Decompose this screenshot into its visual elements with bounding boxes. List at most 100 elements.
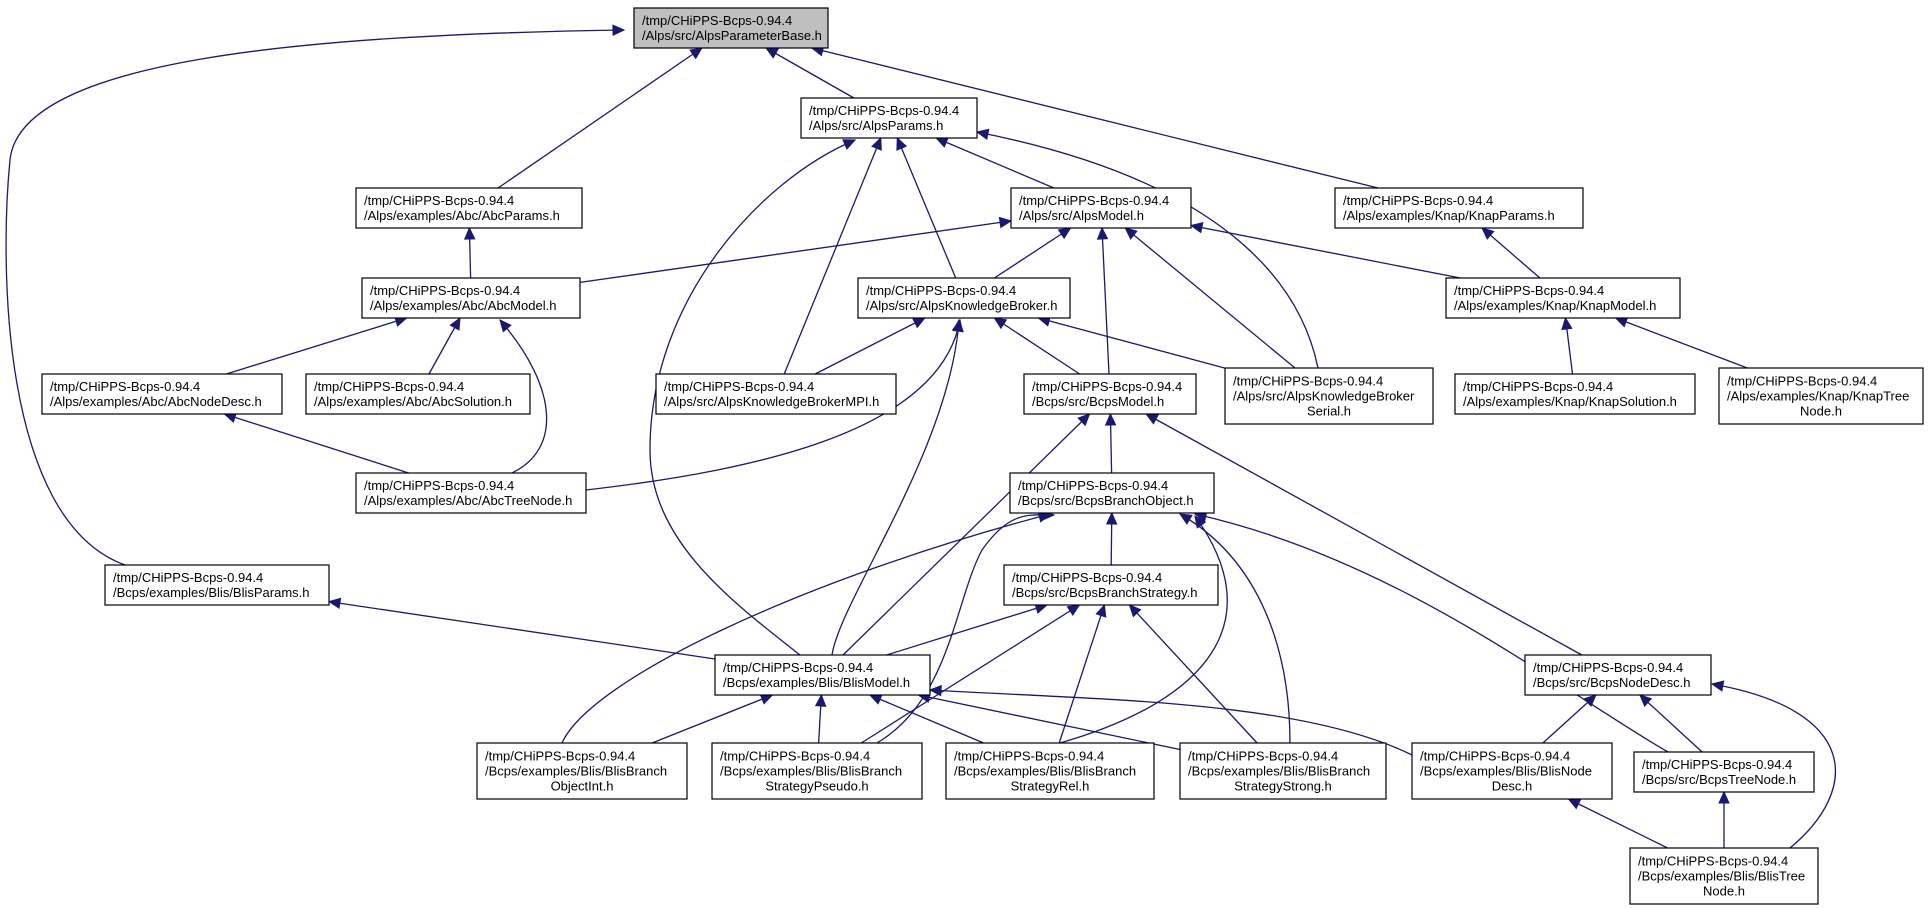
arrowhead-AbcModel bbox=[499, 319, 512, 333]
node-label-line: /tmp/CHiPPS-Bcps-0.94.4 bbox=[723, 660, 873, 675]
node-BlisModel[interactable]: /tmp/CHiPPS-Bcps-0.94.4/Bcps/examples/Bl… bbox=[714, 654, 931, 696]
node-AbcModel[interactable]: /tmp/CHiPPS-Bcps-0.94.4/Alps/examples/Ab… bbox=[361, 277, 581, 319]
node-box bbox=[1629, 847, 1819, 905]
node-label-line: /Bcps/examples/Blis/BlisNode bbox=[1420, 764, 1592, 779]
node-label-line: /Bcps/src/BcpsNodeDesc.h bbox=[1533, 675, 1691, 690]
node-label-line: /Alps/src/AlpsModel.h bbox=[1019, 208, 1144, 223]
node-KnapParams[interactable]: /tmp/CHiPPS-Bcps-0.94.4/Alps/examples/Kn… bbox=[1334, 187, 1584, 229]
edge-KnapTreeNode-to-KnapModel bbox=[1615, 317, 1748, 369]
node-label-line: /tmp/CHiPPS-Bcps-0.94.4 bbox=[866, 283, 1016, 298]
node-BlisBranchStrategyPseudo[interactable]: /tmp/CHiPPS-Bcps-0.94.4/Bcps/examples/Bl… bbox=[711, 742, 923, 800]
node-box bbox=[355, 187, 583, 229]
node-box bbox=[945, 742, 1155, 800]
node-AbcNodeDesc[interactable]: /tmp/CHiPPS-Bcps-0.94.4/Alps/examples/Ab… bbox=[41, 373, 283, 415]
node-BcpsNodeDesc[interactable]: /tmp/CHiPPS-Bcps-0.94.4/Bcps/src/BcpsNod… bbox=[1524, 654, 1712, 696]
node-label-line: /Alps/src/AlpsKnowledgeBroker.h bbox=[866, 298, 1057, 313]
node-box bbox=[1010, 187, 1192, 229]
node-box bbox=[857, 277, 1071, 319]
arrowhead-KnapParams bbox=[1481, 227, 1495, 240]
node-label-line: /Alps/src/AlpsParams.h bbox=[809, 118, 943, 133]
node-AbcParams[interactable]: /tmp/CHiPPS-Bcps-0.94.4/Alps/examples/Ab… bbox=[355, 187, 583, 229]
edge-BlisBranchStrategyStrong-to-BlisModel bbox=[918, 694, 1181, 751]
node-label-line: ObjectInt.h bbox=[551, 779, 614, 794]
arrowhead-AlpsParams bbox=[975, 128, 990, 140]
node-KnapModel[interactable]: /tmp/CHiPPS-Bcps-0.94.4/Alps/examples/Kn… bbox=[1445, 277, 1681, 319]
node-label-line: /Alps/examples/Knap/KnapSolution.h bbox=[1463, 394, 1677, 409]
arrowhead-BcpsBranchObject bbox=[1105, 511, 1118, 525]
node-BcpsBranchObject[interactable]: /tmp/CHiPPS-Bcps-0.94.4/Bcps/src/BcpsBra… bbox=[1009, 472, 1215, 514]
node-BcpsBranchStrategy[interactable]: /tmp/CHiPPS-Bcps-0.94.4/Bcps/src/BcpsBra… bbox=[1003, 564, 1219, 606]
node-label-line: /Alps/src/AlpsParameterBase.h bbox=[642, 28, 822, 43]
node-KnapTreeNode[interactable]: /tmp/CHiPPS-Bcps-0.94.4/Alps/examples/Kn… bbox=[1718, 367, 1924, 425]
node-AlpsKnowledgeBrokerMPI[interactable]: /tmp/CHiPPS-Bcps-0.94.4/Alps/src/AlpsKno… bbox=[655, 373, 897, 415]
edge-BcpsModel-to-AlpsKnowledgeBroker bbox=[994, 317, 1080, 375]
edge-BlisBranchObjectInt-to-BlisModel bbox=[651, 694, 773, 744]
arrowhead-AlpsParameterBase bbox=[612, 24, 626, 36]
node-AbcTreeNode[interactable]: /tmp/CHiPPS-Bcps-0.94.4/Alps/examples/Ab… bbox=[355, 472, 587, 514]
edge-AbcNodeDesc-to-AbcModel bbox=[226, 317, 407, 375]
node-AlpsKnowledgeBroker[interactable]: /tmp/CHiPPS-Bcps-0.94.4/Alps/src/AlpsKno… bbox=[857, 277, 1071, 319]
edge-BlisModel-to-BlisParams bbox=[328, 600, 716, 660]
node-label-line: /tmp/CHiPPS-Bcps-0.94.4 bbox=[1343, 193, 1493, 208]
arrowhead-BlisModel bbox=[928, 684, 942, 697]
edge-AbcTreeNode-to-AbcNodeDesc bbox=[224, 413, 409, 474]
edge-BlisBranchStrategyRel-to-BcpsBranchStrategy bbox=[1058, 604, 1106, 744]
node-box bbox=[711, 742, 923, 800]
edge-BlisModel-to-AlpsKnowledgeBroker bbox=[831, 319, 960, 656]
node-AlpsParameterBase[interactable]: /tmp/CHiPPS-Bcps-0.94.4/Alps/src/AlpsPar… bbox=[633, 7, 829, 49]
arrowhead-AlpsModel bbox=[1057, 227, 1072, 240]
edge-BlisBranchObjectInt-to-BcpsBranchObject bbox=[561, 513, 1051, 744]
node-label-line: /tmp/CHiPPS-Bcps-0.94.4 bbox=[1019, 193, 1169, 208]
arrowhead-BlisModel bbox=[759, 693, 774, 705]
node-label-line: /Alps/examples/Abc/AbcModel.h bbox=[370, 298, 556, 313]
node-label-line: /Bcps/examples/Blis/BlisBranch bbox=[1188, 764, 1370, 779]
arrowhead-AlpsParams bbox=[896, 136, 908, 151]
node-label-line: Node.h bbox=[1800, 404, 1842, 419]
edge-AlpsKnowledgeBrokerMPI-to-AlpsKnowledgeBroker bbox=[814, 317, 926, 375]
edge-BlisModel-to-BcpsModel bbox=[842, 413, 1090, 656]
node-BlisTreeNode[interactable]: /tmp/CHiPPS-Bcps-0.94.4/Bcps/examples/Bl… bbox=[1629, 847, 1819, 905]
node-label-line: /Bcps/src/BcpsBranchStrategy.h bbox=[1012, 585, 1197, 600]
node-label-line: /Alps/examples/Abc/AbcParams.h bbox=[364, 208, 560, 223]
node-label-line: /tmp/CHiPPS-Bcps-0.94.4 bbox=[1642, 757, 1792, 772]
node-BlisBranchStrategyRel[interactable]: /tmp/CHiPPS-Bcps-0.94.4/Bcps/examples/Bl… bbox=[945, 742, 1155, 800]
node-label-line: /Alps/src/AlpsKnowledgeBroker bbox=[1233, 389, 1415, 404]
arrowhead-BcpsBranchObject bbox=[1178, 513, 1193, 525]
arrowhead-BcpsNodeDesc bbox=[1710, 680, 1725, 692]
edge-KnapModel-to-AlpsModel bbox=[1190, 224, 1461, 279]
node-BlisBranchObjectInt[interactable]: /tmp/CHiPPS-Bcps-0.94.4/Bcps/examples/Bl… bbox=[476, 742, 688, 800]
node-label-line: /Bcps/examples/Blis/BlisParams.h bbox=[113, 585, 310, 600]
edge-BcpsModel-to-AlpsModel bbox=[1101, 227, 1110, 375]
arrowhead-AlpsModel bbox=[1189, 222, 1204, 234]
arrowhead-AlpsKnowledgeBroker bbox=[993, 317, 1008, 330]
node-AlpsKnowledgeBrokerSerial[interactable]: /tmp/CHiPPS-Bcps-0.94.4/Alps/src/AlpsKno… bbox=[1224, 367, 1434, 425]
arrowhead-AlpsModel bbox=[998, 216, 1013, 229]
node-label-line: /Alps/examples/Abc/AbcTreeNode.h bbox=[364, 493, 572, 508]
node-BcpsModel[interactable]: /tmp/CHiPPS-Bcps-0.94.4/Bcps/src/BcpsMod… bbox=[1023, 373, 1197, 415]
node-BlisNodeDesc[interactable]: /tmp/CHiPPS-Bcps-0.94.4/Bcps/examples/Bl… bbox=[1411, 742, 1613, 800]
node-box bbox=[1003, 564, 1219, 606]
node-AlpsParams[interactable]: /tmp/CHiPPS-Bcps-0.94.4/Alps/src/AlpsPar… bbox=[800, 97, 978, 139]
node-label-line: Desc.h bbox=[1492, 779, 1532, 794]
node-label-line: /Alps/examples/Knap/KnapTree bbox=[1727, 389, 1909, 404]
node-BlisBranchStrategyStrong[interactable]: /tmp/CHiPPS-Bcps-0.94.4/Bcps/examples/Bl… bbox=[1179, 742, 1387, 800]
node-BcpsTreeNode[interactable]: /tmp/CHiPPS-Bcps-0.94.4/Bcps/src/BcpsTre… bbox=[1633, 751, 1815, 793]
node-BlisParams[interactable]: /tmp/CHiPPS-Bcps-0.94.4/Bcps/examples/Bl… bbox=[104, 564, 330, 606]
arrowhead-AlpsParams bbox=[842, 139, 857, 150]
edge-AlpsModel-to-AlpsParams bbox=[935, 137, 1055, 189]
node-label-line: /tmp/CHiPPS-Bcps-0.94.4 bbox=[642, 13, 792, 28]
node-KnapSolution[interactable]: /tmp/CHiPPS-Bcps-0.94.4/Alps/examples/Kn… bbox=[1454, 373, 1696, 415]
node-AlpsModel[interactable]: /tmp/CHiPPS-Bcps-0.94.4/Alps/src/AlpsMod… bbox=[1010, 187, 1192, 229]
node-box bbox=[655, 373, 897, 415]
edge-AlpsKnowledgeBrokerMPI-to-AlpsParams bbox=[783, 137, 882, 375]
arrowhead-BlisParams bbox=[327, 597, 342, 610]
node-label-line: /tmp/CHiPPS-Bcps-0.94.4 bbox=[1638, 854, 1788, 869]
edge-BlisModel-to-BcpsBranchStrategy bbox=[886, 604, 1048, 656]
arrowhead-BcpsModel bbox=[1077, 413, 1091, 427]
node-label-line: /Bcps/examples/Blis/BlisBranch bbox=[954, 764, 1136, 779]
node-box bbox=[633, 7, 829, 49]
edge-BlisNodeDesc-to-BcpsNodeDesc bbox=[1542, 694, 1597, 744]
node-AbcSolution[interactable]: /tmp/CHiPPS-Bcps-0.94.4/Alps/examples/Ab… bbox=[305, 373, 531, 415]
edge-AlpsKnowledgeBrokerSerial-to-AlpsModel bbox=[1124, 227, 1296, 369]
node-box bbox=[1224, 367, 1434, 425]
